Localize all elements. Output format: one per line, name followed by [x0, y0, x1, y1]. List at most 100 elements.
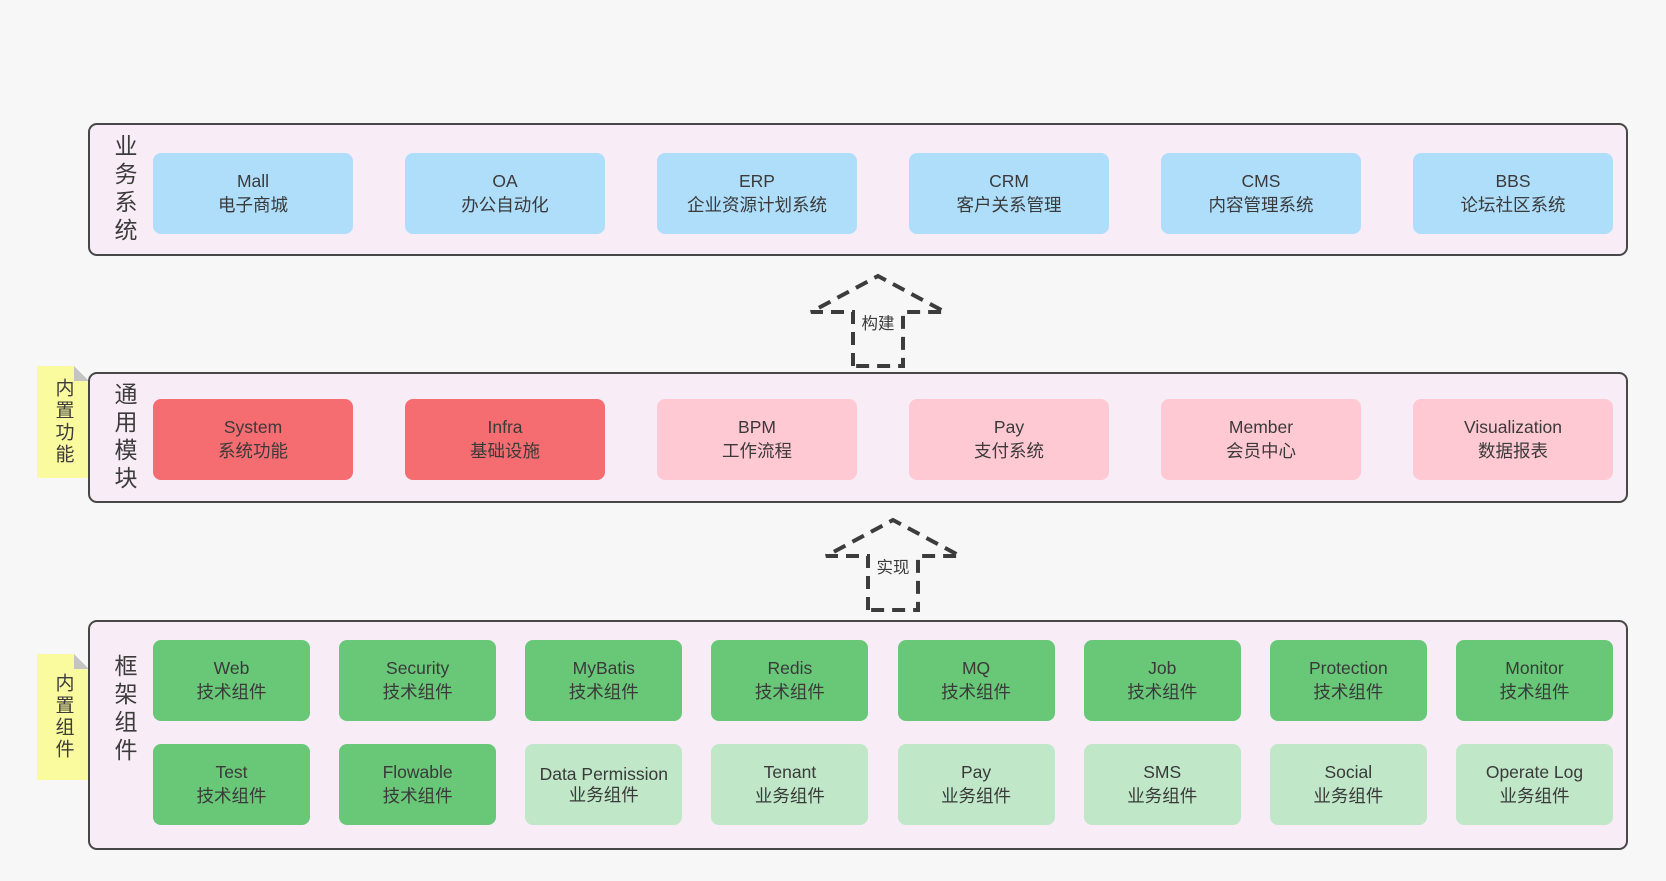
- box-subtitle: 技术组件: [1499, 681, 1570, 702]
- sticky-note-text: 内置功能: [52, 378, 74, 466]
- box-visualization: Visualization 数据报表: [1413, 399, 1613, 480]
- box-title: MQ: [961, 657, 991, 678]
- box-title: Web: [213, 657, 250, 678]
- box-title: Member: [1228, 416, 1294, 437]
- box-title: Pay: [993, 416, 1025, 437]
- box-subtitle: 办公自动化: [461, 194, 549, 215]
- box-mall: Mall 电子商城: [153, 153, 353, 234]
- box-title: Monitor: [1505, 657, 1564, 678]
- box-title: Pay: [960, 761, 992, 782]
- box-title: Visualization: [1464, 416, 1562, 437]
- box-subtitle: 业务组件: [941, 785, 1012, 806]
- box-system: System 系统功能: [153, 399, 353, 480]
- box-member: Member 会员中心: [1161, 399, 1361, 480]
- box-cms: CMS 内容管理系统: [1161, 153, 1361, 234]
- panel-framework-components: 框架组件 Web 技术组件 Security 技术组件 MyBatis 技术组件…: [88, 620, 1628, 850]
- box-subtitle: 技术组件: [382, 681, 453, 702]
- box-flowable: Flowable 技术组件: [339, 744, 497, 825]
- box-protection: Protection 技术组件: [1269, 640, 1427, 721]
- implement-arrow-label: 实现: [873, 554, 913, 578]
- box-subtitle: 技术组件: [196, 681, 267, 702]
- box-title: SMS: [1143, 761, 1182, 782]
- framework-row-1: Web 技术组件 Security 技术组件 MyBatis 技术组件 Redi…: [153, 640, 1613, 721]
- box-sms: SMS 业务组件: [1083, 744, 1241, 825]
- implement-arrow: 实现: [823, 516, 963, 612]
- box-erp: ERP 企业资源计划系统: [657, 153, 857, 234]
- box-subtitle: 系统功能: [218, 440, 288, 461]
- box-title: ERP: [739, 170, 775, 191]
- build-arrow-label: 构建: [858, 310, 898, 334]
- box-crm: CRM 客户关系管理: [909, 153, 1109, 234]
- framework-row-2: Test 技术组件 Flowable 技术组件 Data Permission …: [153, 744, 1613, 825]
- panel-label-framework: 框架组件: [111, 654, 137, 766]
- box-subtitle: 技术组件: [196, 785, 267, 806]
- box-subtitle: 业务组件: [1313, 785, 1384, 806]
- box-web: Web 技术组件: [153, 640, 310, 721]
- box-operate-log: Operate Log 业务组件: [1455, 744, 1613, 825]
- box-infra: Infra 基础设施: [405, 399, 605, 480]
- box-subtitle: 数据报表: [1478, 440, 1548, 461]
- box-subtitle: 技术组件: [1127, 681, 1198, 702]
- box-title: Job: [1148, 657, 1177, 678]
- box-data-permission: Data Permission 业务组件: [525, 744, 683, 825]
- modules-box-row: System 系统功能 Infra 基础设施 BPM 工作流程 Pay 支付系统…: [153, 399, 1613, 480]
- box-subtitle: 支付系统: [974, 440, 1044, 461]
- box-title: Infra: [487, 416, 523, 437]
- box-subtitle: 客户关系管理: [956, 194, 1062, 215]
- box-bbs: BBS 论坛社区系统: [1413, 153, 1613, 234]
- dashed-up-arrow-icon: [810, 273, 946, 368]
- box-redis: Redis 技术组件: [711, 640, 869, 721]
- box-subtitle: 技术组件: [754, 681, 825, 702]
- box-test: Test 技术组件: [153, 744, 310, 825]
- box-subtitle: 论坛社区系统: [1460, 194, 1566, 215]
- box-title: CRM: [989, 170, 1029, 191]
- build-arrow: 构建: [808, 272, 948, 368]
- box-title: Security: [386, 657, 450, 678]
- box-subtitle: 业务组件: [1127, 785, 1198, 806]
- sticky-note-built-in-components: 内置组件: [37, 654, 89, 780]
- box-title: Redis: [767, 657, 813, 678]
- box-title: Protection: [1308, 657, 1388, 678]
- framework-box-rows: Web 技术组件 Security 技术组件 MyBatis 技术组件 Redi…: [153, 640, 1613, 825]
- box-oa: OA 办公自动化: [405, 153, 605, 234]
- box-title: System: [223, 416, 283, 437]
- box-title: MyBatis: [572, 657, 635, 678]
- folded-corner-icon: [74, 654, 89, 669]
- box-subtitle: 业务组件: [754, 785, 825, 806]
- box-pay-component: Pay 业务组件: [897, 744, 1055, 825]
- box-title: CMS: [1241, 170, 1281, 191]
- panel-label-business: 业务系统: [111, 133, 137, 246]
- box-subtitle: 电子商城: [218, 194, 288, 215]
- box-tenant: Tenant 业务组件: [711, 744, 869, 825]
- box-subtitle: 技术组件: [941, 681, 1012, 702]
- box-title: OA: [492, 170, 518, 191]
- folded-corner-icon: [74, 366, 89, 381]
- panel-common-modules: 通用模块 System 系统功能 Infra 基础设施 BPM 工作流程 Pay…: [88, 372, 1628, 503]
- box-subtitle: 技术组件: [382, 785, 453, 806]
- box-pay-module: Pay 支付系统: [909, 399, 1109, 480]
- box-bpm: BPM 工作流程: [657, 399, 857, 480]
- sticky-note-text: 内置组件: [52, 673, 74, 761]
- panel-label-modules: 通用模块: [111, 381, 137, 494]
- box-subtitle: 技术组件: [568, 681, 639, 702]
- box-mybatis: MyBatis 技术组件: [525, 640, 683, 721]
- box-title: Mall: [236, 170, 270, 191]
- box-subtitle: 内容管理系统: [1208, 194, 1314, 215]
- box-subtitle: 业务组件: [568, 784, 639, 805]
- sticky-note-built-in-features: 内置功能: [37, 366, 89, 478]
- panel-business-systems: 业务系统 Mall 电子商城 OA 办公自动化 ERP 企业资源计划系统 CRM…: [88, 123, 1628, 256]
- business-box-row: Mall 电子商城 OA 办公自动化 ERP 企业资源计划系统 CRM 客户关系…: [153, 153, 1613, 234]
- box-title: Test: [215, 761, 248, 782]
- box-security: Security 技术组件: [339, 640, 497, 721]
- box-title: BBS: [1495, 170, 1531, 191]
- box-title: Operate Log: [1485, 761, 1584, 782]
- box-title: Flowable: [382, 761, 453, 782]
- dashed-up-arrow-icon: [825, 517, 961, 612]
- box-title: Data Permission: [539, 763, 668, 784]
- box-subtitle: 业务组件: [1499, 785, 1570, 806]
- box-job: Job 技术组件: [1083, 640, 1241, 721]
- box-title: Social: [1324, 761, 1373, 782]
- box-title: Tenant: [763, 761, 817, 782]
- box-monitor: Monitor 技术组件: [1455, 640, 1613, 721]
